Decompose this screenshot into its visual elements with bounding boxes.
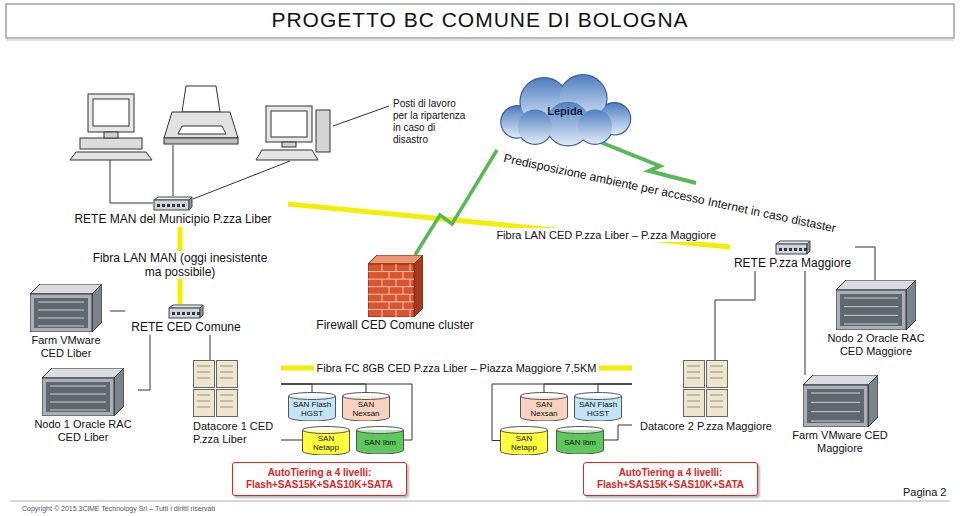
node-label: SAN Ibm bbox=[564, 438, 596, 447]
node-label: Datacore 1 CED P.zza Liber bbox=[193, 420, 281, 445]
network-link bbox=[110, 311, 125, 312]
switch-icon bbox=[168, 304, 204, 319]
node-label: SAN Ibm bbox=[364, 438, 396, 447]
copyright: Copyright © 2015 3CiME Technology Srl – … bbox=[22, 505, 215, 513]
note-text: Predisposizione ambiente per accesso Int… bbox=[502, 152, 837, 236]
switch-icon bbox=[153, 196, 193, 211]
node-label: SAN Nexsan bbox=[522, 400, 566, 418]
node-label: Datacore 2 P.zza Maggiore bbox=[640, 420, 772, 433]
san-drum: SAN Ibm bbox=[556, 426, 604, 454]
server-stack-icon bbox=[683, 360, 729, 418]
link-label: Fibra LAN MAN (oggi inesistente ma possi… bbox=[87, 251, 273, 279]
node-label: Firewall CED Comune cluster bbox=[316, 319, 473, 333]
autotiering-box: AutoTiering a 4 livelli:Flash+SAS15K+SAS… bbox=[583, 462, 758, 496]
node-label: Flash+SAS15K+SAS10K+SATA bbox=[597, 479, 744, 491]
san-drum: SAN Nexsan bbox=[520, 392, 568, 421]
server-icon bbox=[42, 368, 124, 416]
server-node: Farm VMware CED Liber bbox=[22, 284, 110, 359]
cloud-node: Lepida bbox=[490, 72, 640, 150]
network-link bbox=[210, 335, 211, 360]
network-link bbox=[604, 425, 632, 440]
network-link bbox=[281, 384, 312, 392]
node-label: SAN Netapp bbox=[304, 434, 348, 452]
network-link bbox=[544, 384, 632, 392]
network-link bbox=[715, 271, 755, 360]
network-link bbox=[855, 247, 875, 280]
node-label: Lepida bbox=[547, 105, 582, 117]
node-label: AutoTiering a 4 livelli: bbox=[268, 467, 372, 479]
firewall-node: Firewall CED Comune cluster bbox=[300, 255, 490, 333]
workstation-pc bbox=[256, 106, 330, 160]
wireless-link bbox=[415, 150, 497, 255]
node-label: Farm VMware CED Maggiore bbox=[790, 429, 890, 454]
server-node: Nodo 1 Oracle RAC CED Liber bbox=[28, 368, 138, 443]
switch-node: RETE P.zza Maggiore bbox=[730, 240, 855, 271]
switch-node: RETE MAN del Municipio P.zza Liber bbox=[58, 196, 288, 227]
switch-icon bbox=[775, 240, 811, 255]
node-label: RETE P.zza Maggiore bbox=[734, 257, 851, 271]
san-drum: SAN Flash HGST bbox=[288, 392, 336, 421]
autotiering-box: AutoTiering a 4 livelli:Flash+SAS15K+SAS… bbox=[232, 462, 407, 496]
san-drum: SAN Netapp bbox=[302, 426, 350, 455]
server-icon bbox=[803, 375, 878, 427]
node-label: RETE MAN del Municipio P.zza Liber bbox=[74, 213, 271, 227]
note-text: Posti di lavoro per la ripartenza in cas… bbox=[393, 98, 471, 146]
server-node: Nodo 2 Oracle RAC CED Maggiore bbox=[820, 280, 932, 357]
node-label: AutoTiering a 4 livelli: bbox=[619, 467, 723, 479]
network-link bbox=[492, 384, 632, 441]
node-label: Flash+SAS15K+SAS10K+SATA bbox=[246, 479, 393, 491]
server-icon bbox=[30, 284, 102, 332]
page-title: PROGETTO BC COMUNE DI BOLOGNA bbox=[0, 8, 960, 32]
san-drum: SAN Netapp bbox=[500, 426, 548, 455]
node-label: SAN Flash HGST bbox=[576, 400, 620, 418]
link-label: Fibra FC 8GB CED P.zza Liber – Piazza Ma… bbox=[314, 361, 600, 375]
server-node: Farm VMware CED Maggiore bbox=[790, 375, 890, 454]
node-label: RETE CED Comune bbox=[131, 321, 240, 335]
node-label: SAN Flash HGST bbox=[290, 400, 334, 418]
node-label: Nodo 1 Oracle RAC CED Liber bbox=[28, 418, 138, 443]
workstation-pc bbox=[70, 94, 152, 160]
footer-rule bbox=[10, 501, 950, 502]
leader-line bbox=[333, 106, 389, 126]
storage-controller-node: Datacore 1 CED P.zza Liber bbox=[193, 360, 281, 445]
network-link bbox=[281, 384, 366, 392]
server-stack-icon bbox=[193, 360, 239, 418]
network-link bbox=[598, 384, 632, 392]
network-link bbox=[281, 384, 412, 440]
network-link bbox=[138, 335, 150, 390]
page-number: Pagina 2 bbox=[903, 486, 946, 499]
server-icon bbox=[836, 280, 916, 330]
firewall-icon bbox=[368, 255, 423, 317]
node-label: SAN Nexsan bbox=[344, 400, 388, 418]
switch-node: RETE CED Comune bbox=[125, 304, 247, 335]
fiber-link bbox=[288, 204, 730, 247]
printer bbox=[164, 86, 238, 144]
san-drum: SAN Ibm bbox=[356, 426, 404, 454]
node-label: Nodo 2 Oracle RAC CED Maggiore bbox=[820, 332, 932, 357]
node-label: Farm VMware CED Liber bbox=[22, 334, 110, 359]
san-drum: SAN Nexsan bbox=[342, 392, 390, 421]
workstation-wire bbox=[110, 145, 290, 203]
node-label: SAN Netapp bbox=[502, 434, 546, 452]
network-link bbox=[805, 271, 806, 375]
san-drum: SAN Flash HGST bbox=[574, 392, 622, 421]
network-link bbox=[281, 440, 302, 441]
storage-controller-node: Datacore 2 P.zza Maggiore bbox=[632, 360, 780, 433]
link-label: Fibra LAN CED P.zza Liber – P.zza Maggio… bbox=[493, 228, 719, 242]
